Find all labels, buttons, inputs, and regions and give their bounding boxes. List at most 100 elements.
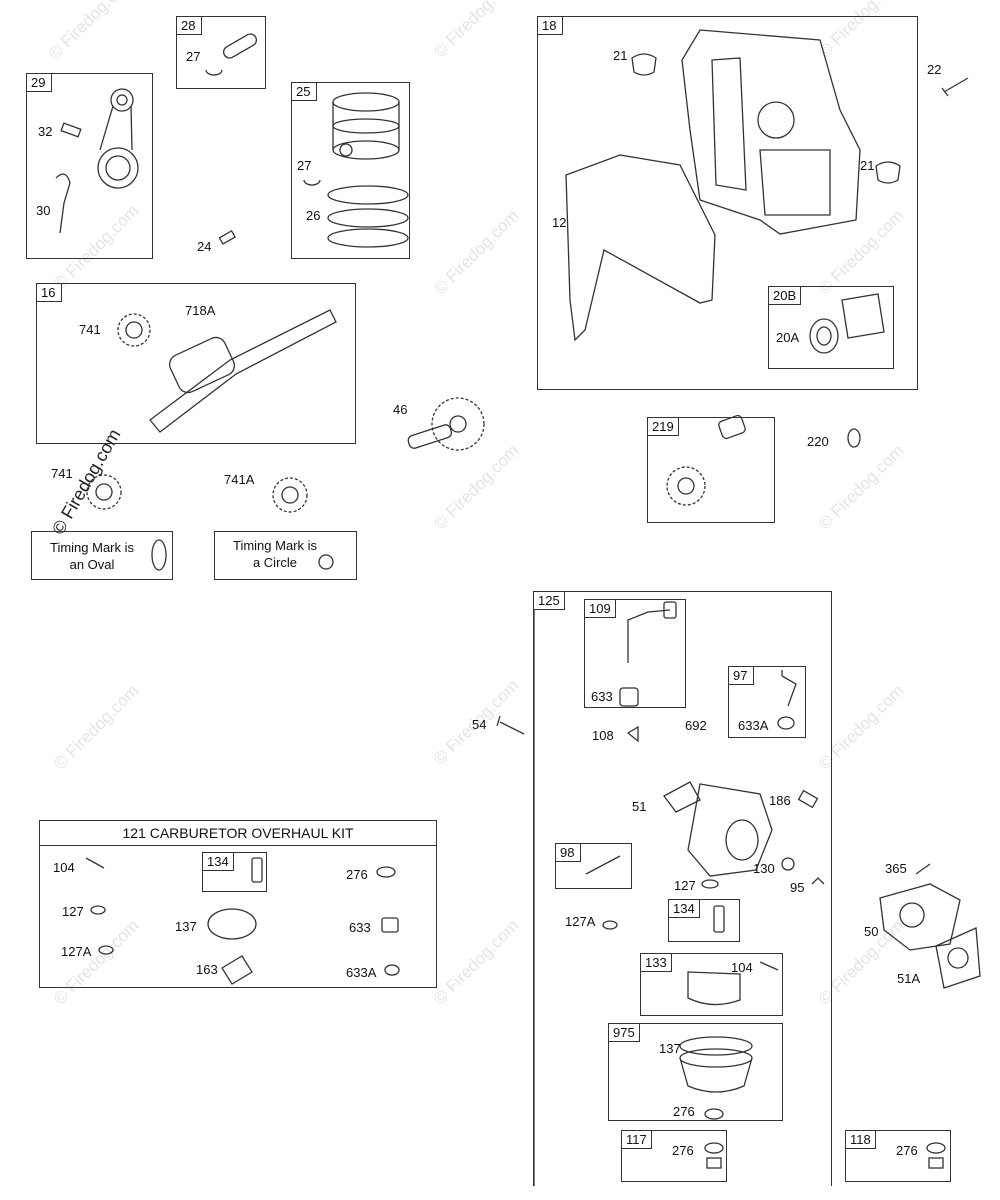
- gasket: [565, 154, 716, 342]
- washer: [704, 1142, 724, 1169]
- part-label: 104: [731, 960, 753, 975]
- intake-gasket: [935, 927, 981, 989]
- nut: [781, 857, 795, 871]
- part-label: 22: [927, 62, 942, 77]
- part-label: 24: [197, 239, 212, 254]
- part-label: 633: [591, 689, 613, 704]
- box-125: 125: [533, 591, 832, 1186]
- screw: [585, 855, 621, 875]
- box-109: 109: [584, 599, 686, 708]
- part-label: 137: [175, 919, 197, 934]
- box-number: 109: [584, 599, 616, 618]
- box-number: 28: [176, 16, 202, 35]
- pin: [218, 230, 236, 245]
- carb-gasket: [221, 955, 253, 985]
- box-975: 975: [608, 1023, 783, 1121]
- part-label: 186: [769, 793, 791, 808]
- timing-note-circle: Timing Mark is a Circle: [214, 531, 357, 580]
- carburetor: [687, 783, 773, 877]
- crank-gear: [117, 313, 151, 347]
- box-118: 118: [845, 1130, 951, 1182]
- box-number: 29: [26, 73, 52, 92]
- part-label: 692: [685, 718, 707, 733]
- part-label: 30: [36, 203, 51, 218]
- box-219: 219: [647, 417, 775, 523]
- o-ring: [777, 716, 795, 730]
- box-number: 98: [555, 843, 581, 862]
- needle-jet: [713, 905, 725, 933]
- part-label: 718A: [185, 303, 216, 318]
- box-number: 118: [845, 1130, 876, 1149]
- part-label: 51A: [897, 971, 921, 986]
- plug: [98, 945, 114, 955]
- box-number: 18: [537, 16, 563, 35]
- float-bowl: [679, 1036, 753, 1120]
- box-25: 25: [291, 82, 410, 259]
- box-number: 134: [668, 899, 700, 918]
- box-number: 134: [202, 852, 234, 871]
- screw: [811, 877, 825, 885]
- part-label: 26: [306, 208, 321, 223]
- governor-gear: [666, 466, 706, 506]
- timing-gear-circle: [272, 477, 308, 513]
- part-label: 633A: [738, 718, 769, 733]
- box-134: 134: [668, 899, 740, 942]
- part-label: 51: [632, 799, 647, 814]
- part-label: 741: [51, 466, 73, 481]
- part-label: 130: [753, 861, 775, 876]
- box-number: 20B: [768, 286, 802, 305]
- part-label: 27: [186, 49, 201, 64]
- kit-title: 121 CARBURETOR OVERHAUL KIT: [40, 821, 436, 846]
- clip: [205, 69, 223, 76]
- part-label: 54: [472, 717, 487, 732]
- circle-mark: [318, 554, 334, 570]
- part-label: 108: [592, 728, 614, 743]
- note-line: a Circle: [252, 555, 298, 570]
- box-number: 133: [640, 953, 672, 972]
- part-label: 220: [807, 434, 829, 449]
- rod-bolt: [60, 122, 82, 138]
- part-label: 32: [38, 124, 53, 139]
- float-pin: [85, 857, 105, 869]
- camshaft: [407, 397, 485, 451]
- nut: [381, 917, 399, 933]
- part-label: 741A: [224, 472, 255, 487]
- note-line: Timing Mark is: [49, 540, 135, 555]
- box-number: 97: [728, 666, 754, 685]
- float-pin: [759, 961, 779, 971]
- screw: [915, 863, 931, 875]
- wrist-pin: [222, 33, 258, 59]
- timing-note-oval: Timing Mark is an Oval: [31, 531, 173, 580]
- part-label: 365: [885, 861, 907, 876]
- part-label: 127: [62, 904, 84, 919]
- part-label: 21: [613, 48, 628, 63]
- note-line: Timing Mark is: [232, 538, 318, 553]
- box-number: 25: [291, 82, 317, 101]
- bowl-gasket: [207, 908, 257, 940]
- needle-jet: [251, 857, 263, 883]
- box-number: 219: [647, 417, 679, 436]
- box-16: 16: [36, 283, 356, 444]
- part-label: 633: [349, 920, 371, 935]
- clip: [626, 725, 639, 743]
- bushing: [809, 293, 885, 354]
- intake-manifold: [879, 883, 961, 951]
- fuel-valve: [781, 670, 797, 707]
- washer: [847, 428, 861, 448]
- box-29: 29: [26, 73, 153, 259]
- connecting-rod: [97, 88, 139, 189]
- box-97: 97: [728, 666, 806, 738]
- part-label: 104: [53, 860, 75, 875]
- carb-gasket: [663, 781, 701, 813]
- piston: [332, 92, 400, 160]
- bolt: [941, 77, 969, 97]
- oil-dipper: [55, 173, 71, 234]
- needle: [797, 789, 819, 809]
- part-label: 46: [393, 402, 408, 417]
- bolt: [496, 715, 525, 735]
- governor-cup: [718, 414, 746, 440]
- part-label: 276: [672, 1143, 694, 1158]
- part-label: 633A: [346, 965, 377, 980]
